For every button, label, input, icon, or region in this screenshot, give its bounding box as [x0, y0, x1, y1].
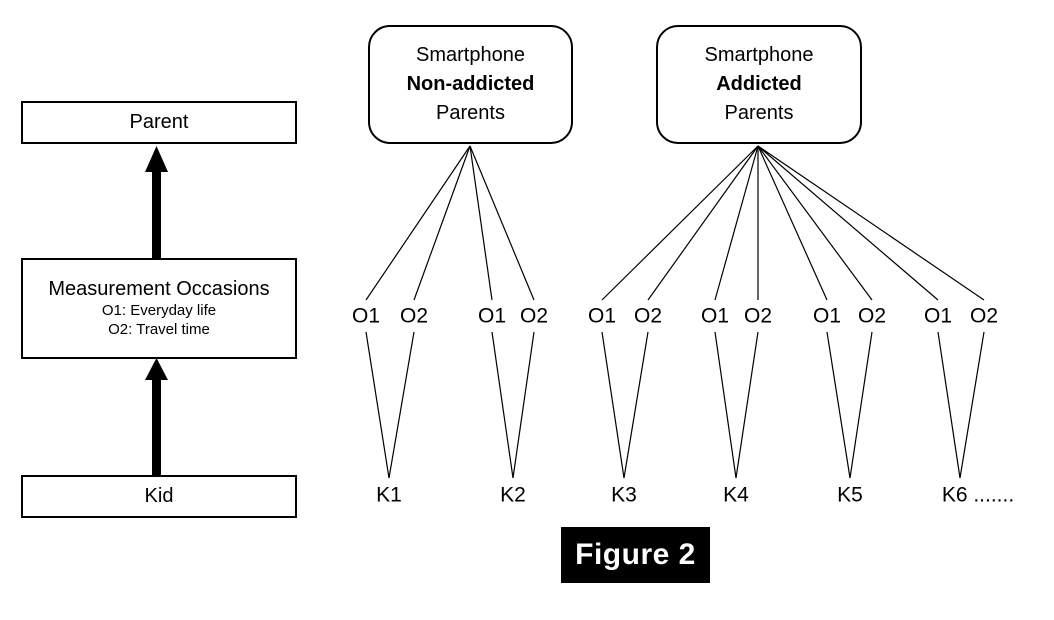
- occasion-node-o2-k4: O2: [743, 304, 773, 328]
- edges-nonaddicted-parent-to-occasions: [365, 145, 535, 301]
- occasion-node-o2-k2: O2: [519, 304, 549, 328]
- occasion-node-o2-k1: O2: [399, 304, 429, 328]
- legend-box-kid-title: Kid: [144, 485, 174, 507]
- occasion-node-o1-k1: O1: [351, 304, 381, 328]
- occasion-node-o1-k5: O1: [812, 304, 842, 328]
- occasion-node-o1-k6: O1: [923, 304, 953, 328]
- legend-box-occasions-subline-o1: O1: Everyday life: [101, 301, 217, 319]
- kid-node-k6: K6 .......: [941, 483, 1015, 507]
- edges-addicted-parent-to-occasions: [601, 145, 985, 301]
- group-addicted-line-3: Parents: [724, 102, 794, 124]
- group-non-addicted-line-3: Parents: [436, 102, 505, 124]
- group-addicted-line-2: Addicted: [716, 73, 802, 95]
- group-box-addicted-parents: Smartphone Addicted Parents: [656, 25, 862, 144]
- edges-occasions-to-kids: [365, 331, 985, 479]
- occasion-node-o2-k5: O2: [857, 304, 887, 328]
- kid-node-k5: K5: [837, 483, 863, 507]
- legend-box-occasions-title: Measurement Occasions: [48, 277, 270, 300]
- legend-box-parent-title: Parent: [129, 111, 189, 133]
- legend-box-measurement-occasions: Measurement Occasions O1: Everyday life …: [21, 258, 297, 359]
- figure-caption-text: Figure 2: [575, 538, 696, 571]
- figure-caption-badge: Figure 2: [561, 527, 710, 583]
- kid-node-k4: K4: [723, 483, 749, 507]
- occasion-node-o1-k2: O1: [477, 304, 507, 328]
- group-non-addicted-line-1: Smartphone: [416, 44, 525, 66]
- kid-node-k1: K1: [376, 483, 402, 507]
- legend-box-parent: Parent: [21, 101, 297, 144]
- group-non-addicted-line-2: Non-addicted: [406, 73, 535, 95]
- group-box-non-addicted-parents: Smartphone Non-addicted Parents: [368, 25, 573, 144]
- occasion-node-o2-k6: O2: [969, 304, 999, 328]
- occasion-node-o1-k3: O1: [587, 304, 617, 328]
- kid-node-k2: K2: [500, 483, 526, 507]
- legend-box-kid: Kid: [21, 475, 297, 518]
- legend-arrow-occasions-to-parent: [145, 146, 168, 258]
- occasion-node-o2-k3: O2: [633, 304, 663, 328]
- group-addicted-line-1: Smartphone: [704, 44, 814, 66]
- legend-arrow-kid-to-occasions: [145, 358, 168, 475]
- occasion-node-o1-k4: O1: [700, 304, 730, 328]
- legend-box-occasions-subline-o2: O2: Travel time: [108, 321, 210, 338]
- kid-node-k3: K3: [611, 483, 637, 507]
